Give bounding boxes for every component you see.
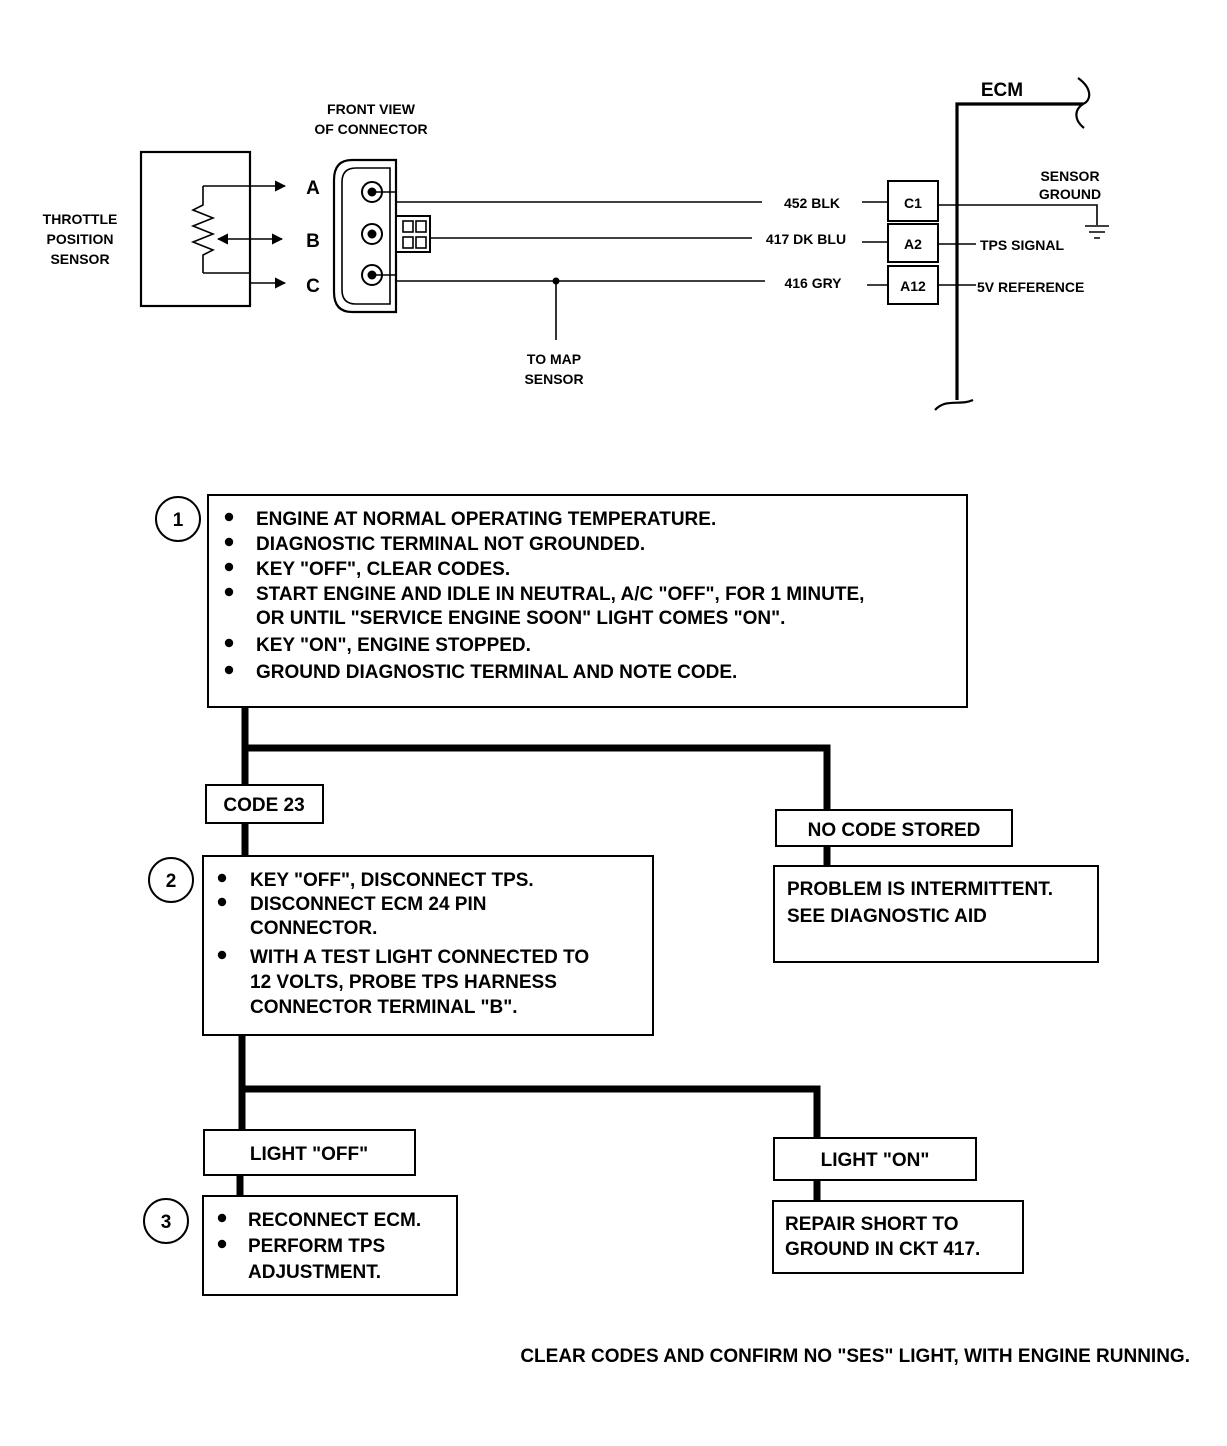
flow-step1-to-no-code — [241, 744, 831, 814]
repair-line-2: GROUND IN CKT 417. — [785, 1239, 980, 1260]
step-2-bullets: KEY "OFF", DISCONNECT TPS. DISCONNECT EC… — [217, 870, 589, 1018]
wire-416-gry — [372, 274, 765, 282]
sensor-ground-label-line-2: GROUND — [1039, 186, 1101, 202]
step-1-item-4-line-2: OR UNTIL "SERVICE ENGINE SOON" LIGHT COM… — [256, 608, 785, 629]
step-2-item-2-line-2: CONNECTOR. — [250, 918, 377, 939]
connector-label-line-1: FRONT VIEW — [327, 101, 416, 117]
connector-label-line-2: OF CONNECTOR — [314, 121, 427, 137]
bullet-dot — [224, 537, 234, 547]
bullet-dot — [217, 897, 227, 907]
bullet-dot — [217, 1213, 227, 1223]
step-1-number: 1 — [173, 510, 184, 531]
wire-label-416-gry: 416 GRY — [784, 275, 842, 291]
step-2-item-1: KEY "OFF", DISCONNECT TPS. — [250, 870, 534, 891]
intermittent-line-2: SEE DIAGNOSTIC AID — [787, 906, 987, 927]
bullet-dot — [217, 950, 227, 960]
light-off-label: LIGHT "OFF" — [250, 1144, 368, 1165]
ecm-terminal-a2-label: A2 — [904, 236, 922, 252]
sensor-ground-lead — [938, 204, 1098, 225]
connector-front-view — [332, 158, 431, 314]
step-1-item-1: ENGINE AT NORMAL OPERATING TEMPERATURE. — [256, 509, 716, 530]
bullet-dot — [217, 1239, 227, 1249]
step-1-bullets: ENGINE AT NORMAL OPERATING TEMPERATURE. … — [224, 509, 864, 683]
potentiometer-symbol — [190, 180, 287, 289]
light-on-label: LIGHT "ON" — [821, 1150, 930, 1171]
step-1-box — [207, 494, 968, 708]
bullet-dot — [224, 562, 234, 572]
ecm-break-bottom — [934, 398, 974, 411]
step-3-item-2-line-2: ADJUSTMENT. — [248, 1262, 381, 1283]
light-off-box — [203, 1129, 416, 1176]
ecm-break-top — [1075, 77, 1091, 129]
bullet-dot — [224, 512, 234, 522]
ecm-terminal-a2 — [887, 223, 939, 263]
sensor-ground-label-line-1: SENSOR — [1040, 168, 1099, 184]
ecm-boundary — [955, 102, 1083, 400]
no-code-stored-label: NO CODE STORED — [808, 820, 981, 841]
bullet-dot — [224, 638, 234, 648]
pin-b-label: B — [306, 231, 320, 252]
tps-signal-label: TPS SIGNAL — [980, 237, 1064, 253]
diagnostic-flowchart: 1 ENGINE AT NORMAL OPERATING TEMPERATURE… — [143, 494, 1190, 1367]
step-3-marker — [143, 1198, 189, 1244]
step-3-bullets: RECONNECT ECM. PERFORM TPS ADJUSTMENT. — [217, 1210, 421, 1283]
flow-step2-to-light-on — [238, 1085, 821, 1144]
step-3-item-2-line-1: PERFORM TPS — [248, 1236, 385, 1257]
repair-line-1: REPAIR SHORT TO — [785, 1214, 958, 1235]
intermittent-box — [773, 865, 1099, 963]
wire-label-417-dk-blu: 417 DK BLU — [766, 231, 846, 247]
ecm-terminal-c1-label: C1 — [904, 195, 922, 211]
code-23-box — [205, 784, 324, 824]
step-2-item-2-line-1: DISCONNECT ECM 24 PIN — [250, 894, 486, 915]
no-code-stored-box — [775, 809, 1013, 847]
ground-icon — [1085, 225, 1109, 239]
step-2-item-3-line-1: WITH A TEST LIGHT CONNECTED TO — [250, 947, 589, 968]
repair-box — [772, 1200, 1024, 1274]
ecm-terminal-a12-label: A12 — [900, 278, 926, 294]
sensor-label-line-2: POSITION — [47, 231, 114, 247]
bullet-dot — [217, 873, 227, 883]
step-2-item-3-line-3: CONNECTOR TERMINAL "B". — [250, 997, 517, 1018]
sensor-housing — [139, 150, 252, 308]
ecm-terminal-c1 — [887, 180, 939, 222]
step-1-item-2: DIAGNOSTIC TERMINAL NOT GROUNDED. — [256, 534, 645, 555]
light-on-box — [773, 1137, 977, 1181]
wire-label-452-blk: 452 BLK — [784, 195, 840, 211]
step-1-item-4-line-1: START ENGINE AND IDLE IN NEUTRAL, A/C "O… — [256, 584, 864, 605]
footer-note: CLEAR CODES AND CONFIRM NO "SES" LIGHT, … — [520, 1346, 1190, 1367]
step-3-box — [202, 1195, 458, 1296]
ecm-label: ECM — [981, 80, 1023, 101]
bullet-dot — [224, 587, 234, 597]
intermittent-line-1: PROBLEM IS INTERMITTENT. — [787, 879, 1053, 900]
bullet-dot — [224, 665, 234, 675]
sensor-label-line-3: SENSOR — [50, 251, 109, 267]
code-23-label: CODE 23 — [223, 795, 304, 816]
step-1-item-3: KEY "OFF", CLEAR CODES. — [256, 559, 510, 580]
circuit-schematic: THROTTLE POSITION SENSOR A B C FRONT VIE… — [43, 77, 1109, 411]
step-2-box — [202, 855, 654, 1036]
wire-452-blk — [372, 191, 762, 203]
step-2-item-3-line-2: 12 VOLTS, PROBE TPS HARNESS — [250, 972, 557, 993]
step-3-number: 3 — [161, 1212, 172, 1233]
sensor-label-line-1: THROTTLE — [43, 211, 118, 227]
step-2-marker — [148, 857, 194, 903]
step-1-item-5: KEY "ON", ENGINE STOPPED. — [256, 635, 531, 656]
pin-c-label: C — [306, 276, 320, 297]
to-map-label-line-1: TO MAP — [527, 351, 581, 367]
step-1-item-6: GROUND DIAGNOSTIC TERMINAL AND NOTE CODE… — [256, 662, 737, 683]
pin-a-label: A — [306, 178, 320, 199]
step-2-number: 2 — [166, 871, 177, 892]
to-map-label-line-2: SENSOR — [524, 371, 583, 387]
five-v-reference-label: 5V REFERENCE — [977, 279, 1084, 295]
step-1-marker — [155, 496, 201, 542]
step-3-item-1: RECONNECT ECM. — [248, 1210, 421, 1231]
